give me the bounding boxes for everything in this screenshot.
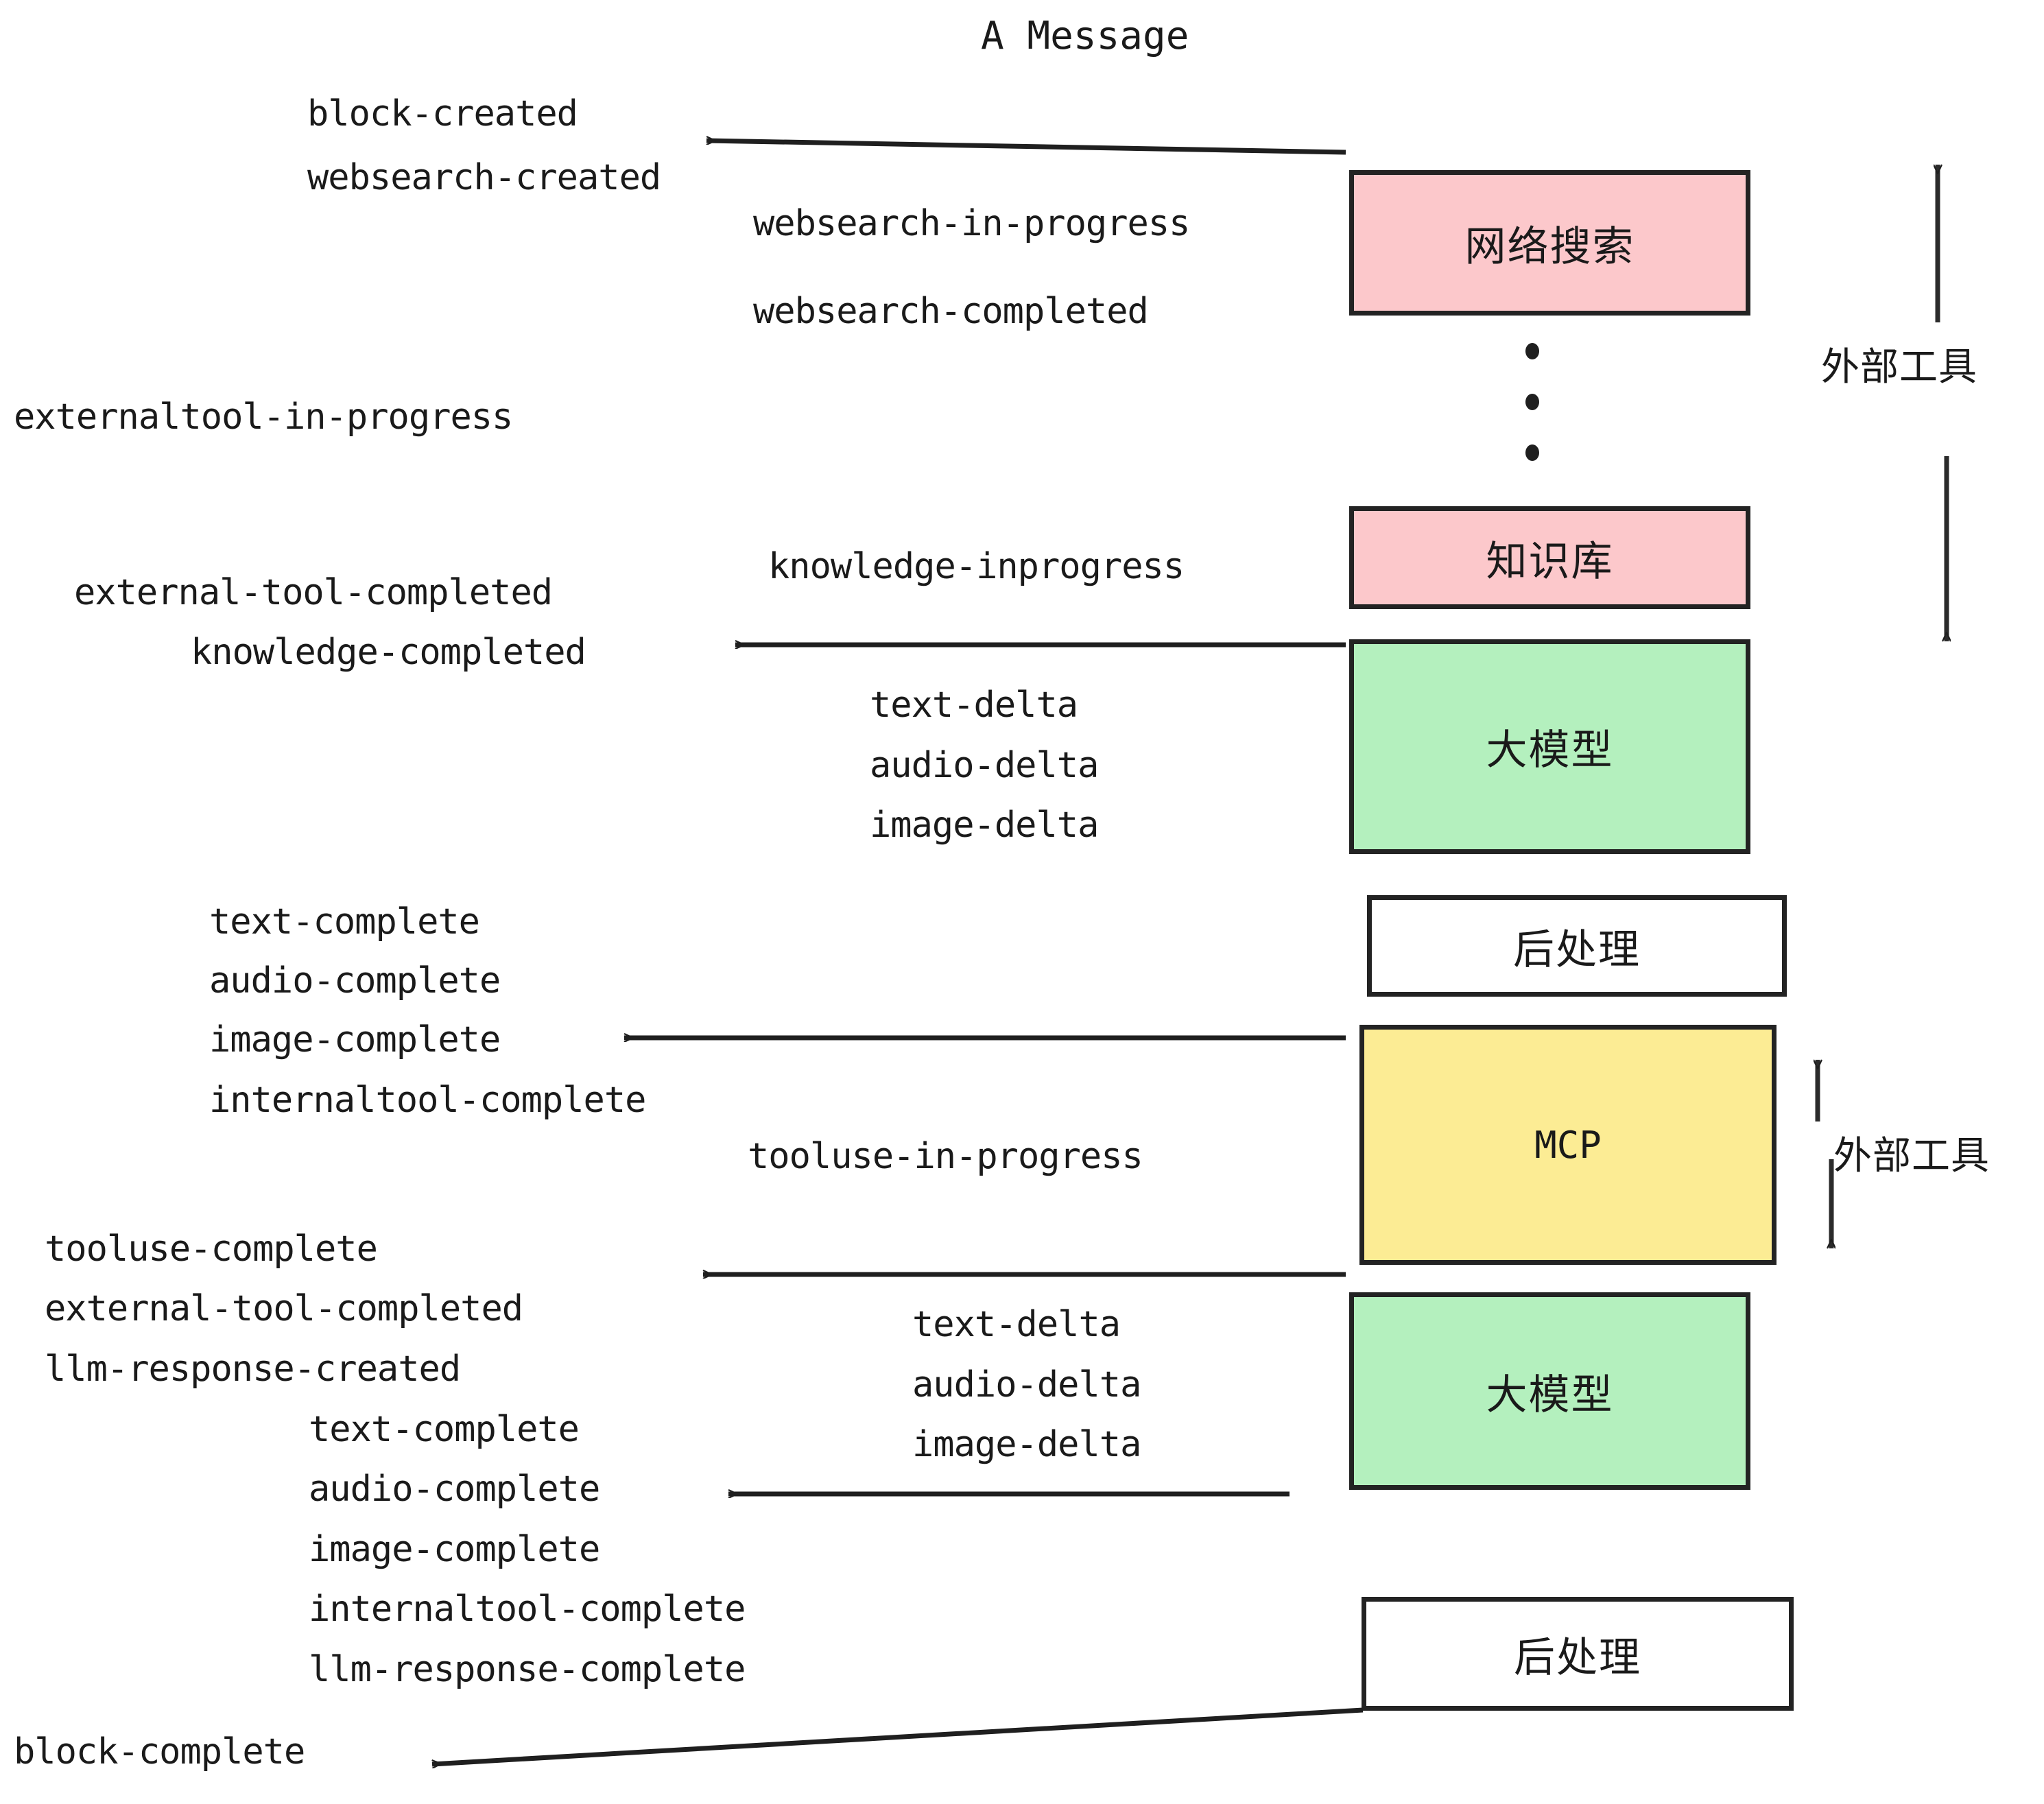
box-postprocess-second: 后处理: [1362, 1597, 1794, 1711]
event-block-created: block-created: [307, 93, 578, 134]
box-websearch-label: 网络搜索: [1464, 222, 1635, 271]
event-text-delta-first: text-delta: [870, 685, 1078, 726]
event-image-complete-first: image-complete: [209, 1019, 501, 1060]
box-mcp-label: MCP: [1534, 1123, 1602, 1167]
arrow-postprocess-to-block-complete: [432, 1707, 1364, 1764]
event-block-complete: block-complete: [14, 1731, 305, 1772]
page-title: A Message: [981, 14, 1189, 58]
box-postprocess-first: 后处理: [1367, 895, 1787, 997]
event-tooluse-complete: tooluse-complete: [45, 1229, 378, 1270]
box-mcp: MCP: [1359, 1025, 1776, 1265]
event-internaltool-complete-first: internaltool-complete: [209, 1080, 646, 1121]
event-text-complete-first: text-complete: [209, 901, 480, 942]
event-image-complete-second: image-complete: [309, 1529, 600, 1570]
event-websearch-completed: websearch-completed: [753, 291, 1149, 332]
event-audio-delta-first: audio-delta: [870, 745, 1099, 786]
event-audio-complete-first: audio-complete: [209, 960, 501, 1001]
box-llm-second: 大模型: [1349, 1292, 1750, 1490]
side-label-external-tool-bottom: 外部工具: [1833, 1134, 1990, 1178]
arrow-websearch-to-block-created: [706, 141, 1346, 155]
event-text-delta-second: text-delta: [912, 1304, 1121, 1345]
box-knowledge-label: 知识库: [1486, 537, 1614, 586]
event-externaltool-in-progress: externaltool-in-progress: [14, 396, 513, 438]
box-postprocess-second-label: 后处理: [1514, 1633, 1641, 1682]
event-llm-response-created: llm-response-created: [45, 1349, 461, 1390]
vertical-ellipsis-icon: [1524, 343, 1541, 461]
event-knowledge-inprogress: knowledge-inprogress: [768, 546, 1185, 587]
event-text-complete-second: text-complete: [309, 1409, 580, 1450]
event-websearch-created: websearch-created: [307, 157, 661, 198]
event-external-tool-completed-second: external-tool-completed: [45, 1288, 523, 1329]
event-audio-delta-second: audio-delta: [912, 1364, 1141, 1405]
box-knowledge: 知识库: [1349, 506, 1750, 609]
event-llm-response-complete: llm-response-complete: [309, 1649, 746, 1690]
event-external-tool-completed-first: external-tool-completed: [74, 572, 553, 613]
event-image-delta-second: image-delta: [912, 1424, 1141, 1465]
event-websearch-in-progress: websearch-in-progress: [753, 203, 1190, 244]
event-internaltool-complete-second: internaltool-complete: [309, 1589, 746, 1630]
event-audio-complete-second: audio-complete: [309, 1469, 600, 1510]
box-llm-first-label: 大模型: [1486, 726, 1614, 774]
box-websearch: 网络搜索: [1349, 170, 1750, 316]
box-postprocess-first-label: 后处理: [1513, 925, 1641, 974]
event-knowledge-completed: knowledge-completed: [191, 632, 586, 673]
box-llm-first: 大模型: [1349, 639, 1750, 854]
event-tooluse-in-progress: tooluse-in-progress: [748, 1136, 1143, 1177]
box-llm-second-label: 大模型: [1486, 1370, 1614, 1419]
side-label-external-tool-top: 外部工具: [1821, 345, 1977, 390]
event-image-delta-first: image-delta: [870, 805, 1099, 846]
